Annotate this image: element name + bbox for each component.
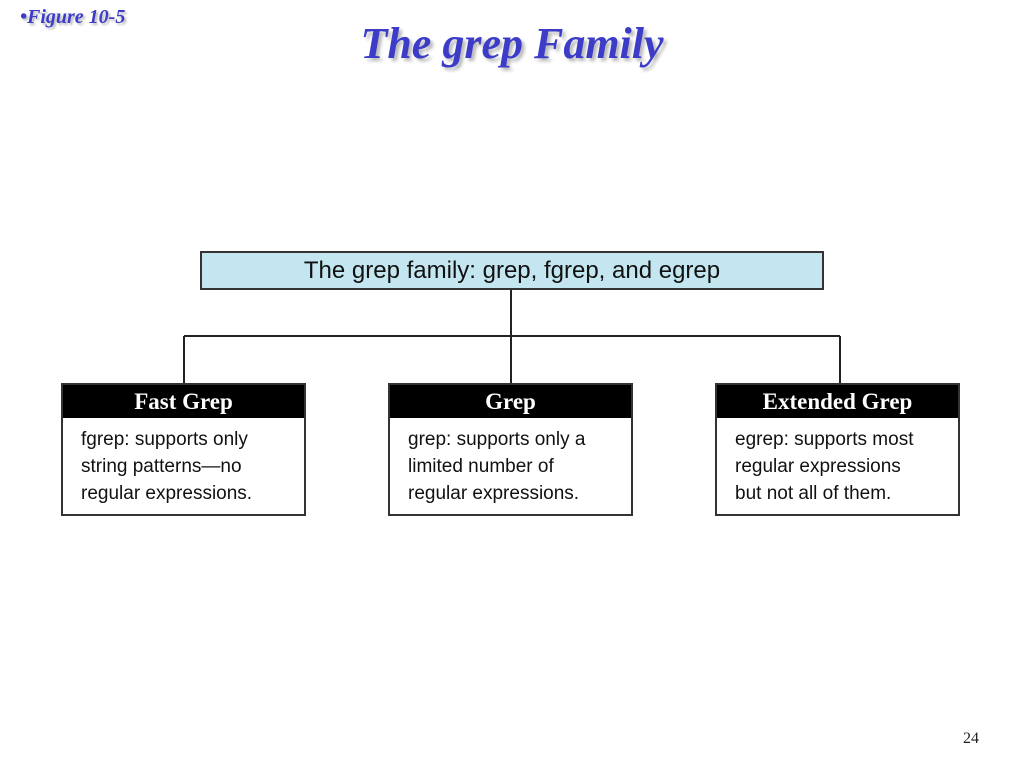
description-line: grep: supports only a	[408, 429, 586, 450]
description-line: egrep: supports most	[735, 429, 914, 450]
slide-title: The grep Family	[360, 19, 664, 68]
branch-header: Extended Grep	[717, 385, 958, 418]
branch-grep: Grep grep: supports only a limited numbe…	[388, 383, 633, 516]
description-line: regular expressions	[735, 456, 901, 477]
root-node-label: The grep family: grep, fgrep, and egrep	[303, 256, 721, 284]
branch-description: fgrep: supports only string patterns—no …	[63, 418, 304, 507]
page-number: 24	[963, 730, 979, 747]
description-line: limited number of	[408, 456, 554, 477]
branch-header: Grep	[390, 385, 631, 418]
description-line: but not all of them.	[735, 483, 892, 504]
branch-fast-grep: Fast Grep fgrep: supports only string pa…	[61, 383, 306, 516]
branch-description: egrep: supports most regular expressions…	[717, 418, 958, 507]
branch-description: grep: supports only a limited number of …	[390, 418, 631, 507]
description-line: regular expressions.	[81, 483, 253, 504]
branch-extended-grep: Extended Grep egrep: supports most regul…	[715, 383, 960, 516]
root-node: The grep family: grep, fgrep, and egrep	[200, 251, 824, 290]
description-line: fgrep: supports only	[81, 429, 248, 450]
description-line: regular expressions.	[408, 483, 580, 504]
description-line: string patterns—no	[81, 456, 242, 477]
branch-header: Fast Grep	[63, 385, 304, 418]
figure-label: •Figure 10-5	[20, 6, 126, 28]
